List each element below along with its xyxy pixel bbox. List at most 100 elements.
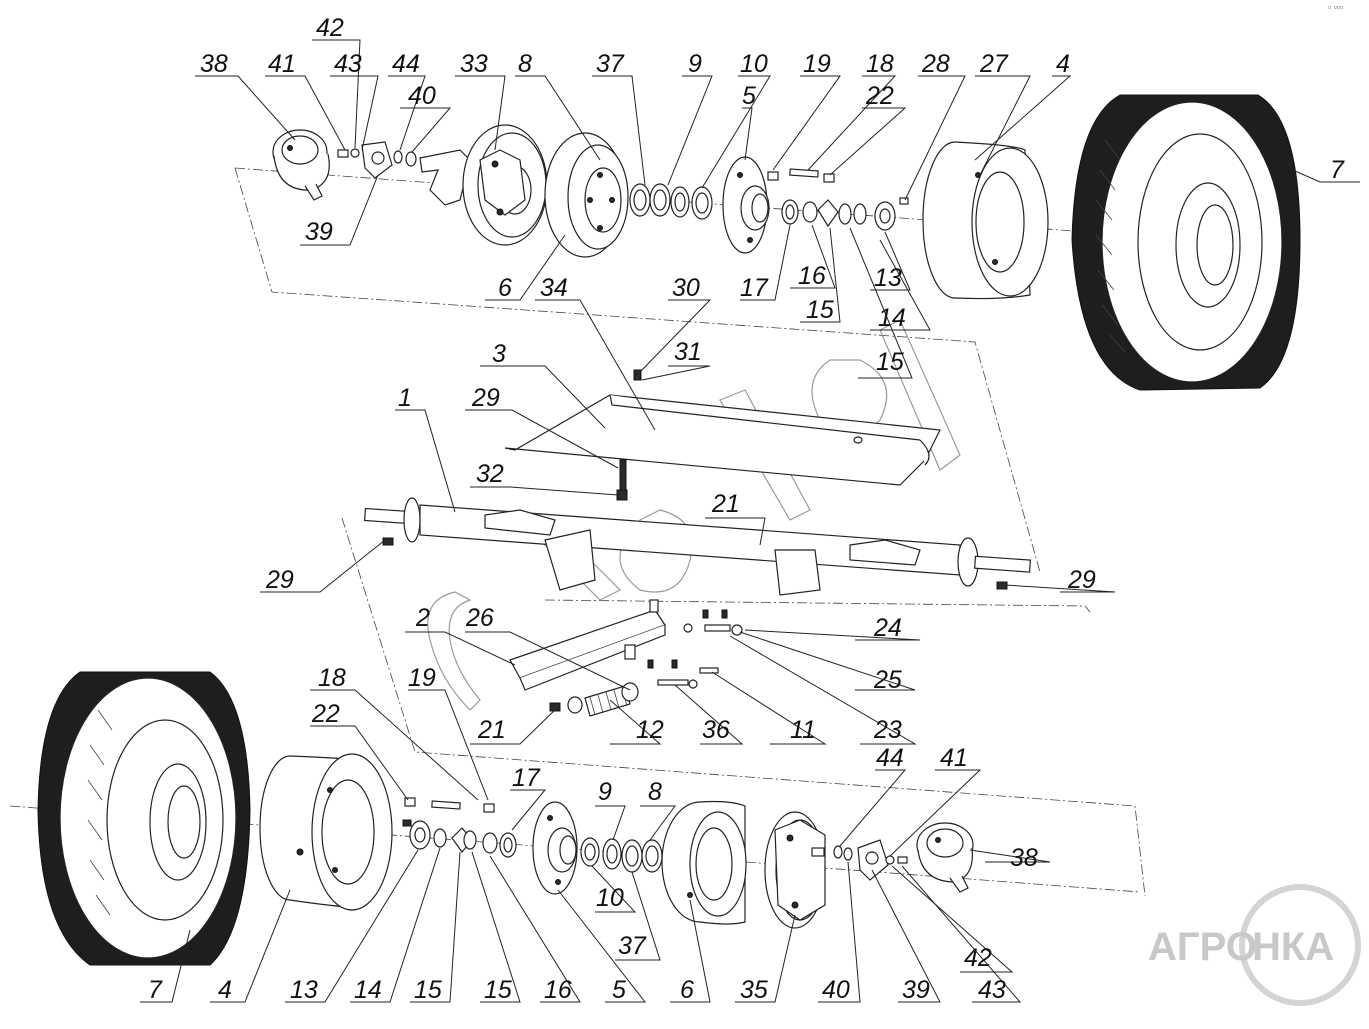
bottom-assembly bbox=[37, 671, 974, 966]
label-31: 29 bbox=[471, 384, 500, 412]
label-37-bottom: 37 bbox=[618, 932, 647, 960]
label-15-top: 15 bbox=[876, 348, 904, 376]
label-43-top: 43 bbox=[334, 50, 362, 78]
label-3: 3 bbox=[492, 340, 506, 368]
label-4-top: 4 bbox=[1056, 50, 1070, 78]
label-13-top: 13 bbox=[874, 264, 902, 292]
brake-shield-top bbox=[462, 124, 548, 246]
central-frame bbox=[363, 369, 1031, 717]
bearing-group-top bbox=[781, 199, 896, 231]
label-27: 27 bbox=[979, 50, 1009, 78]
hub-bottom bbox=[532, 801, 578, 895]
seals-top bbox=[629, 183, 713, 220]
small-parts-bottom bbox=[833, 839, 908, 881]
leader-lines bbox=[140, 39, 1360, 1003]
bearing-group-bottom bbox=[402, 819, 517, 858]
label-24: 24 bbox=[873, 614, 902, 642]
label-7-top: 7 bbox=[1330, 156, 1345, 184]
label-22-bottom: 22 bbox=[311, 700, 340, 728]
label-29-right: 29 bbox=[1067, 566, 1096, 594]
label-5-top: 5 bbox=[742, 82, 756, 110]
label-32-a: 31 bbox=[674, 338, 702, 366]
label-20-mid: 19 bbox=[408, 664, 436, 692]
label-18-top: 17 bbox=[740, 274, 769, 302]
label-23: 23 bbox=[873, 716, 902, 744]
agronka-logo: АГРО НКА bbox=[1148, 884, 1361, 1006]
label-32-b: 32 bbox=[476, 460, 504, 488]
label-8-bottom: 8 bbox=[648, 778, 662, 806]
brake-drum-top bbox=[544, 132, 629, 258]
label-10-top: 10 bbox=[740, 50, 768, 78]
cover-channel bbox=[504, 394, 941, 486]
label-11: 11 bbox=[790, 716, 816, 744]
label-38-bottom: 38 bbox=[1010, 844, 1038, 872]
label-40-bottom: 40 bbox=[822, 976, 850, 1004]
brake-chamber-bottom bbox=[916, 822, 974, 893]
label-1: 1 bbox=[398, 384, 412, 412]
label-4-bottom: 4 bbox=[218, 976, 232, 1004]
brake-drum-bottom bbox=[661, 800, 747, 925]
top-assembly bbox=[272, 94, 1301, 391]
label-15-bottom: 15 bbox=[414, 976, 442, 1004]
brake-shield-bottom bbox=[764, 811, 826, 929]
label-14-bottom: 14 bbox=[354, 976, 382, 1004]
label-33: 33 bbox=[460, 50, 488, 78]
label-25: 25 bbox=[873, 666, 902, 694]
label-8-top: 8 bbox=[518, 50, 532, 78]
label-16-top: 15 bbox=[806, 296, 834, 324]
tire-bottom bbox=[37, 671, 251, 966]
label-40-top: 40 bbox=[408, 82, 436, 110]
label-14-top: 14 bbox=[878, 304, 906, 332]
label-17-top: 16 bbox=[798, 262, 826, 290]
part-labels: 38 41 42 43 44 40 33 8 37 9 10 5 19 18 2… bbox=[148, 14, 1345, 1004]
seals-bottom bbox=[580, 837, 663, 873]
label-2: 2 bbox=[415, 604, 430, 632]
label-16-bottom: 15 bbox=[484, 976, 512, 1004]
label-6-top: 6 bbox=[498, 274, 512, 302]
label-28: 28 bbox=[921, 50, 950, 78]
label-18-bottom: 17 bbox=[512, 764, 541, 792]
hub-top bbox=[722, 156, 770, 254]
rim-top bbox=[922, 141, 1049, 300]
label-39-top: 39 bbox=[305, 218, 333, 246]
label-42-bottom: 42 bbox=[964, 944, 992, 972]
stud-top bbox=[767, 168, 909, 205]
label-43-bottom: 43 bbox=[978, 976, 1006, 1004]
label-39-bottom: 39 bbox=[902, 976, 930, 1004]
lower-channel bbox=[509, 599, 666, 691]
label-29-left: 29 bbox=[265, 566, 294, 594]
label-36: 36 bbox=[702, 716, 730, 744]
label-7-bottom: 7 bbox=[148, 976, 163, 1004]
label-21-bottom: 21 bbox=[477, 716, 506, 744]
label-41-bottom: 41 bbox=[940, 744, 968, 772]
label-9-top: 9 bbox=[688, 50, 702, 78]
spring-assembly bbox=[549, 609, 743, 717]
label-38-top: 38 bbox=[200, 50, 228, 78]
label-10-bottom: 10 bbox=[596, 884, 624, 912]
label-9-bottom: 9 bbox=[598, 778, 612, 806]
small-parts-top bbox=[337, 141, 471, 206]
corner-mark: ▫ ▫▫▫ bbox=[1328, 2, 1343, 12]
label-34: 34 bbox=[540, 274, 568, 302]
label-37-top: 37 bbox=[596, 50, 625, 78]
label-19-bottom: 18 bbox=[318, 664, 346, 692]
label-20-top: 19 bbox=[803, 50, 831, 78]
logo-text-right: НКА bbox=[1252, 925, 1334, 969]
label-30: 30 bbox=[672, 274, 700, 302]
label-22-top: 22 bbox=[865, 82, 894, 110]
label-13-bottom: 13 bbox=[290, 976, 318, 1004]
label-35: 35 bbox=[740, 976, 768, 1004]
label-44-top: 44 bbox=[392, 50, 420, 78]
label-44-bottom: 44 bbox=[876, 744, 904, 772]
label-41-top: 41 bbox=[268, 50, 296, 78]
label-6-bottom: 6 bbox=[680, 976, 694, 1004]
logo-text-left: АГРО bbox=[1148, 925, 1257, 969]
label-12: 12 bbox=[636, 716, 664, 744]
label-26: 26 bbox=[465, 604, 494, 632]
label-19-top: 18 bbox=[866, 50, 894, 78]
label-5-bottom: 5 bbox=[612, 976, 626, 1004]
brake-chamber-top bbox=[272, 129, 330, 201]
label-42-top: 42 bbox=[316, 14, 344, 42]
label-21-center: 21 bbox=[711, 490, 740, 518]
